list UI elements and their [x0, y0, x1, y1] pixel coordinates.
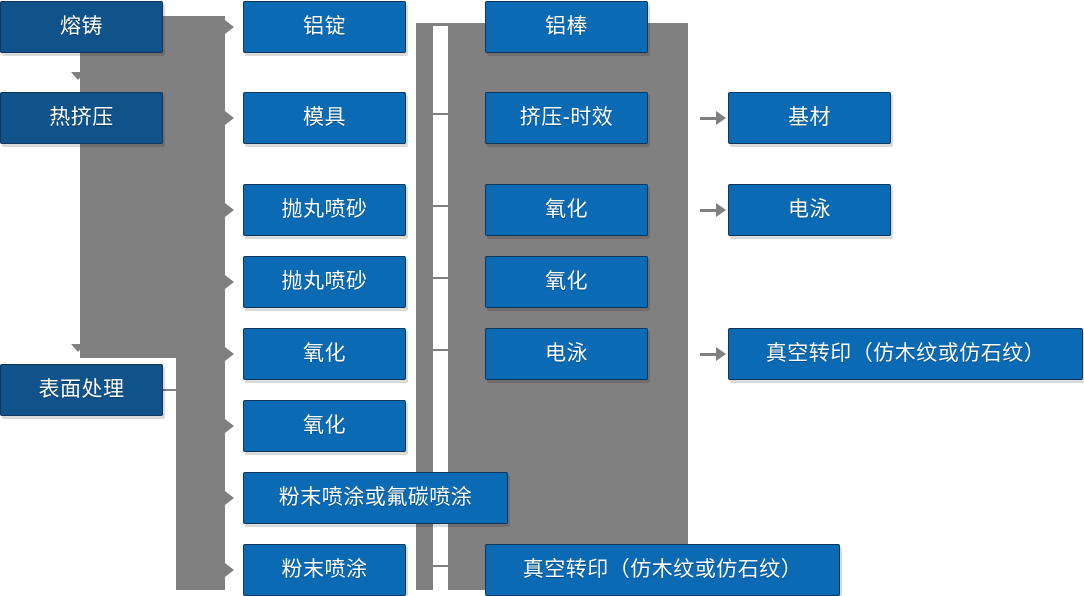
- result-box-vacuum-transfer[interactable]: 真空转印（仿木纹或仿石纹）: [728, 328, 1083, 380]
- left-band-arrow-5: [225, 347, 234, 361]
- process-box-vacuum-transfer-b[interactable]: 真空转印（仿木纹或仿石纹）: [485, 544, 840, 596]
- arrow-down-to-hot-extrusion: [71, 72, 85, 80]
- result-box-substrate[interactable]: 基材: [728, 92, 891, 144]
- result-box-electrophoresis[interactable]: 电泳: [728, 184, 891, 236]
- surface-treatment-connector: [163, 389, 183, 391]
- mid-branch-tie-1: [433, 113, 449, 115]
- left-band-arrow-6: [225, 419, 234, 433]
- process-box-shot-blasting-2[interactable]: 抛丸喷砂: [243, 256, 406, 308]
- mid-branch-tie-5: [433, 565, 449, 567]
- process-box-oxidation-a2[interactable]: 氧化: [243, 400, 406, 452]
- left-connector-band-upper: [80, 16, 225, 366]
- mid-branch-tie-3: [433, 277, 449, 279]
- process-box-oxidation-b2[interactable]: 氧化: [485, 256, 648, 308]
- process-box-extrusion-aging[interactable]: 挤压-时效: [485, 92, 648, 144]
- process-box-powder-or-fluorocarbon-coating[interactable]: 粉末喷涂或氟碳喷涂: [243, 472, 508, 524]
- left-band-arrow-4: [225, 275, 234, 289]
- process-box-oxidation-b1[interactable]: 氧化: [485, 184, 648, 236]
- mid-branch-tie-2: [433, 205, 449, 207]
- arrow-to-vacuum-transfer: [700, 347, 726, 361]
- stage-box-surface-treatment[interactable]: 表面处理: [0, 364, 163, 416]
- mid-top-tie: [416, 23, 448, 26]
- left-band-notch: [80, 358, 176, 368]
- process-box-electrophoresis-b[interactable]: 电泳: [485, 328, 648, 380]
- process-box-shot-blasting-1[interactable]: 抛丸喷砂: [243, 184, 406, 236]
- arrow-to-substrate: [700, 111, 726, 125]
- stage-box-hot-extrusion[interactable]: 热挤压: [0, 92, 163, 144]
- stage-box-melting-casting[interactable]: 熔铸: [0, 1, 163, 53]
- process-box-mold[interactable]: 模具: [243, 92, 406, 144]
- left-band-arrow-7: [225, 491, 234, 505]
- left-connector-band-lower: [176, 366, 225, 590]
- left-band-arrow-1: [225, 20, 234, 34]
- process-box-powder-coating[interactable]: 粉末喷涂: [243, 544, 406, 596]
- process-box-aluminum-ingot[interactable]: 铝锭: [243, 1, 406, 53]
- mid-riser-bar: [416, 23, 433, 590]
- left-band-arrow-8: [225, 563, 234, 577]
- process-box-aluminum-rod[interactable]: 铝棒: [485, 1, 648, 53]
- mid-branch-tie-4: [433, 349, 449, 351]
- arrow-down-to-surface-treatment: [71, 344, 85, 352]
- left-band-arrow-3: [225, 203, 234, 217]
- process-box-oxidation-a1[interactable]: 氧化: [243, 328, 406, 380]
- left-band-arrow-2: [225, 111, 234, 125]
- arrow-to-electrophoresis: [700, 203, 726, 217]
